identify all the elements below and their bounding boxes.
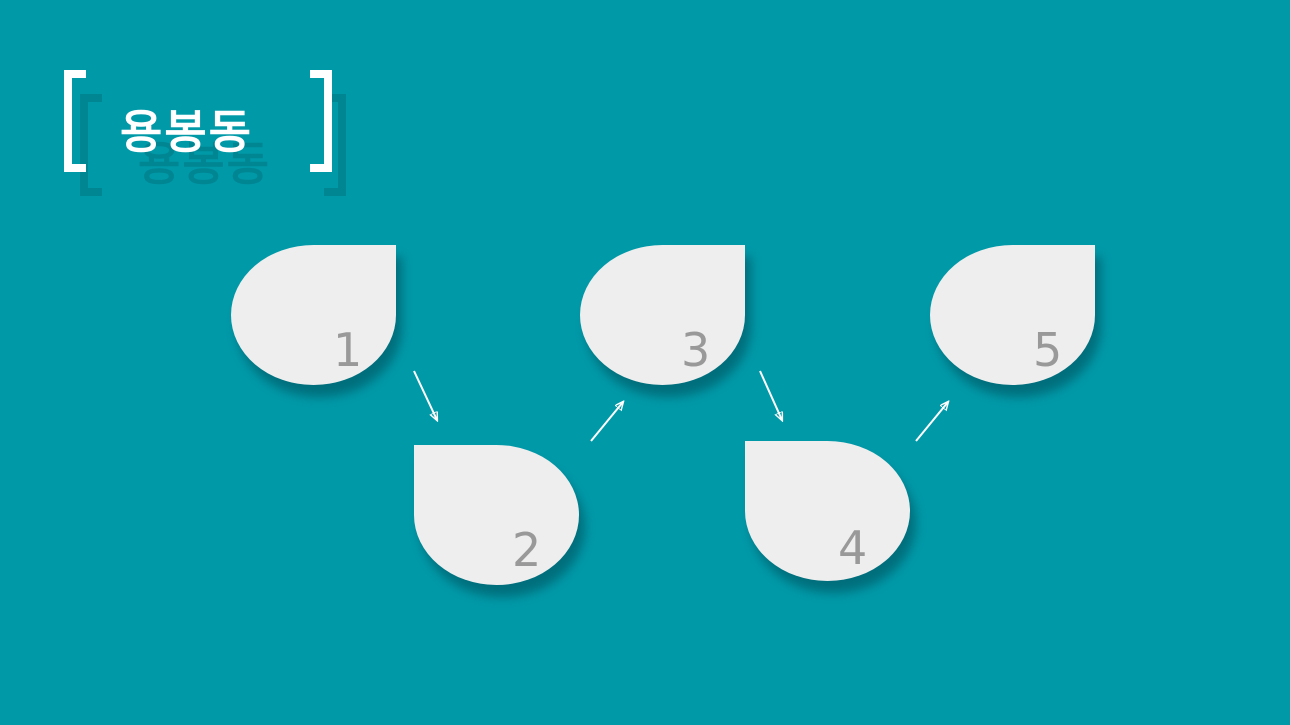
step-number-3: 3 xyxy=(681,323,711,377)
step-shape-3 xyxy=(580,245,745,385)
page-title: 용봉동 xyxy=(120,105,253,159)
left-bracket-shadow xyxy=(80,94,102,196)
title-block: 용봉동 용봉동 xyxy=(58,70,348,210)
arrow-2-to-3 xyxy=(590,402,623,442)
title-shadow: 용봉동 xyxy=(138,137,271,191)
arrow-4-to-5 xyxy=(915,402,948,442)
step-number-4: 4 xyxy=(838,521,868,575)
right-bracket xyxy=(310,70,332,172)
arrow-1-to-2 xyxy=(413,370,437,420)
step-number-2: 2 xyxy=(512,523,542,577)
arrow-3-to-4 xyxy=(759,370,782,420)
step-shape-5 xyxy=(930,245,1095,385)
step-shape-1 xyxy=(231,245,396,385)
step-shape-4 xyxy=(745,441,910,581)
step-number-1: 1 xyxy=(333,323,363,377)
left-bracket xyxy=(64,70,86,172)
step-shape-2 xyxy=(414,445,579,585)
right-bracket-shadow xyxy=(324,94,346,196)
step-number-5: 5 xyxy=(1033,323,1063,377)
